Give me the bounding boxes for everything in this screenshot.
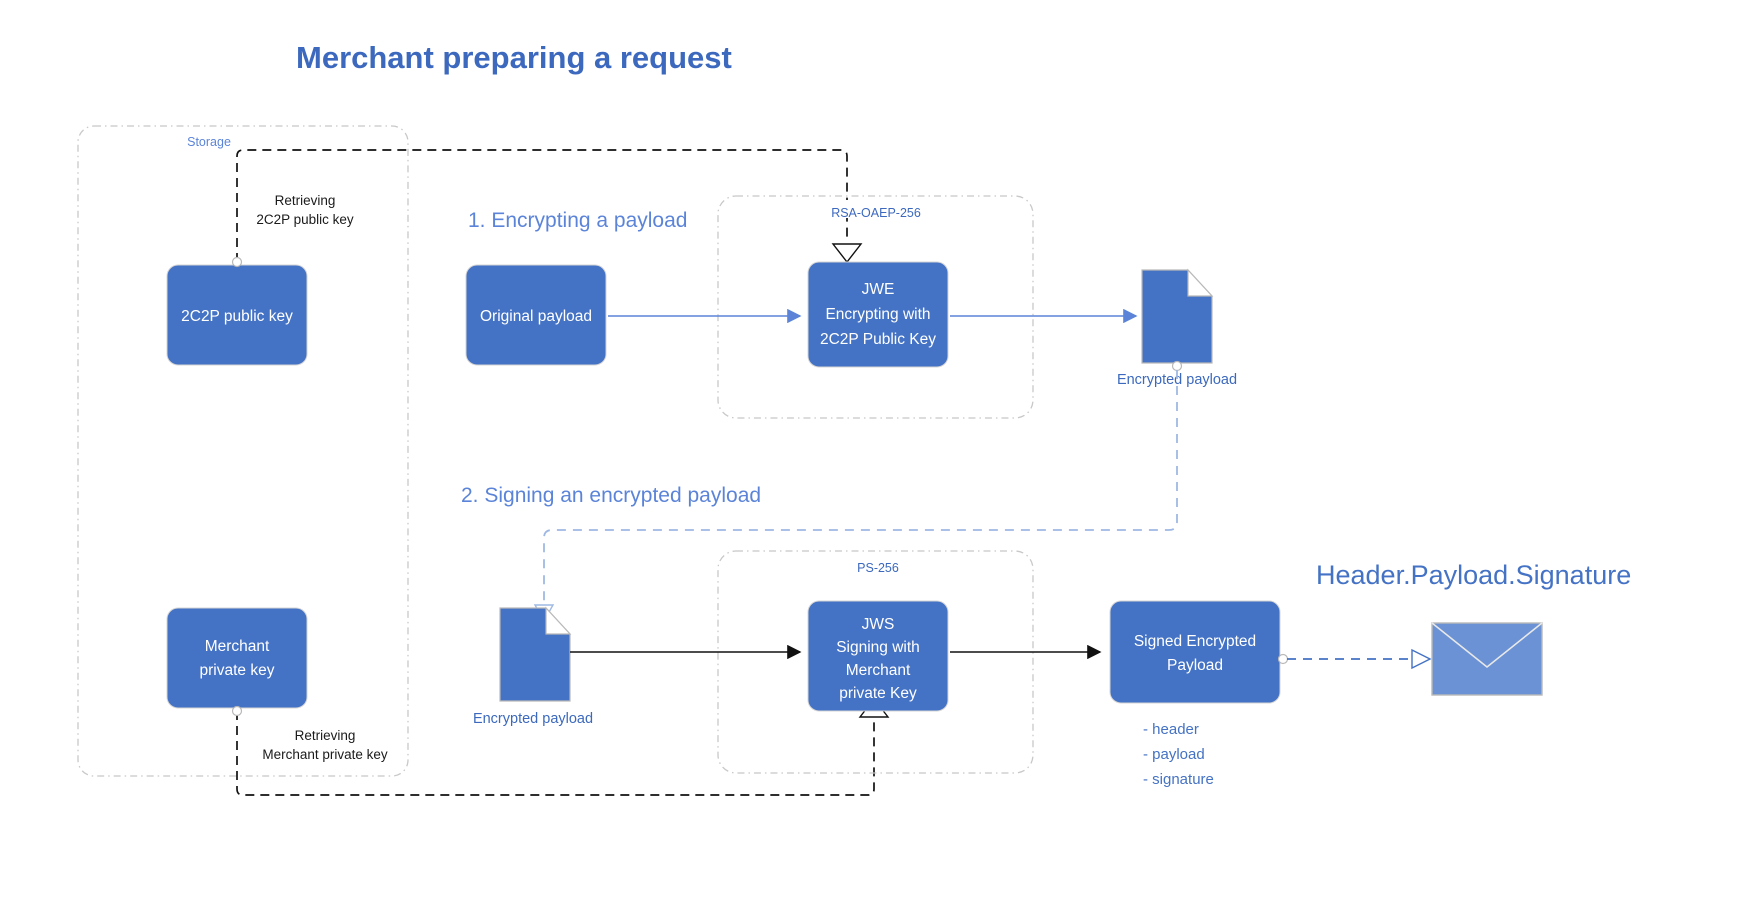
- connector-signed-to-envelope-arrow: [1411, 648, 1432, 670]
- section-2-algorithm-label-bg: [845, 555, 911, 573]
- connector-retrieve-public-key-arrow: [831, 243, 863, 264]
- node-jws-line2: Signing with: [836, 639, 920, 656]
- node-jws-line3: Merchant: [846, 662, 911, 679]
- connector-dot-public-key: [231, 256, 243, 268]
- encrypted-payload-doc-fold: [1187, 268, 1214, 297]
- connector-retrieve-private-key: [236, 711, 875, 796]
- node-jwe-line2: Encrypting with: [825, 306, 930, 323]
- retrieve-public-key-line1: Retrieving: [275, 193, 336, 208]
- connector-retrieve-public-key: [236, 149, 848, 262]
- section-1-algorithm-label: RSA-OAEP-256: [831, 206, 921, 220]
- connector-dot-encrypted-payload: [1171, 360, 1183, 372]
- node-merchant-private-key[interactable]: [166, 607, 308, 709]
- node-original-payload-label: Original payload: [480, 308, 592, 325]
- page-title: Merchant preparing a request: [296, 40, 732, 75]
- node-signed-payload-line1: Signed Encrypted: [1134, 633, 1256, 650]
- node-jwe-line1: JWE: [862, 281, 895, 298]
- storage-label: Storage: [187, 135, 231, 149]
- envelope-icon[interactable]: [1431, 622, 1543, 696]
- node-jws-processor[interactable]: [807, 600, 949, 712]
- encrypted-payload-output-label: Encrypted payload: [1117, 372, 1237, 388]
- node-jws-line1: JWS: [862, 616, 895, 633]
- node-merchant-private-key-line1: Merchant: [205, 638, 270, 655]
- node-signed-encrypted-payload[interactable]: [1109, 600, 1281, 704]
- envelope-fold-icon: [1431, 622, 1543, 669]
- section-2-algorithm-label: PS-256: [857, 561, 899, 575]
- node-jwe-line3: 2C2P Public Key: [820, 331, 936, 348]
- node-2c2p-public-key-label: 2C2P public key: [181, 308, 293, 325]
- section-1-algorithm-container: [717, 195, 1034, 419]
- signed-payload-part-payload: - payload: [1143, 746, 1205, 763]
- connector-dot-private-key: [231, 705, 243, 717]
- node-merchant-private-key-line2: private key: [200, 662, 275, 679]
- result-label: Header.Payload.Signature: [1316, 560, 1631, 590]
- retrieve-private-key-line1: Retrieving: [295, 728, 356, 743]
- storage-label-bg: [175, 128, 267, 146]
- section-1-heading: 1. Encrypting a payload: [468, 209, 687, 232]
- signing-input-label: Encrypted payload: [473, 711, 593, 727]
- signed-payload-part-header: - header: [1143, 721, 1199, 738]
- section-1-algorithm-label-bg: [820, 200, 930, 218]
- retrieve-private-key-line2: Merchant private key: [262, 747, 388, 762]
- section-2-algorithm-container: [717, 550, 1034, 774]
- section-2-heading: 2. Signing an encrypted payload: [461, 484, 761, 507]
- node-jwe-processor[interactable]: [807, 261, 949, 368]
- connector-dot-signed-payload: [1277, 653, 1289, 665]
- retrieve-public-key-line2: 2C2P public key: [256, 212, 354, 227]
- node-original-payload[interactable]: [465, 264, 607, 366]
- signing-input-doc-fold: [545, 606, 572, 635]
- node-jws-line4: private Key: [839, 685, 917, 702]
- connector-encrypted-to-signing: [543, 370, 1178, 603]
- node-signed-payload-line2: Payload: [1167, 657, 1223, 674]
- signed-payload-part-signature: - signature: [1143, 771, 1214, 788]
- storage-container: [77, 125, 409, 777]
